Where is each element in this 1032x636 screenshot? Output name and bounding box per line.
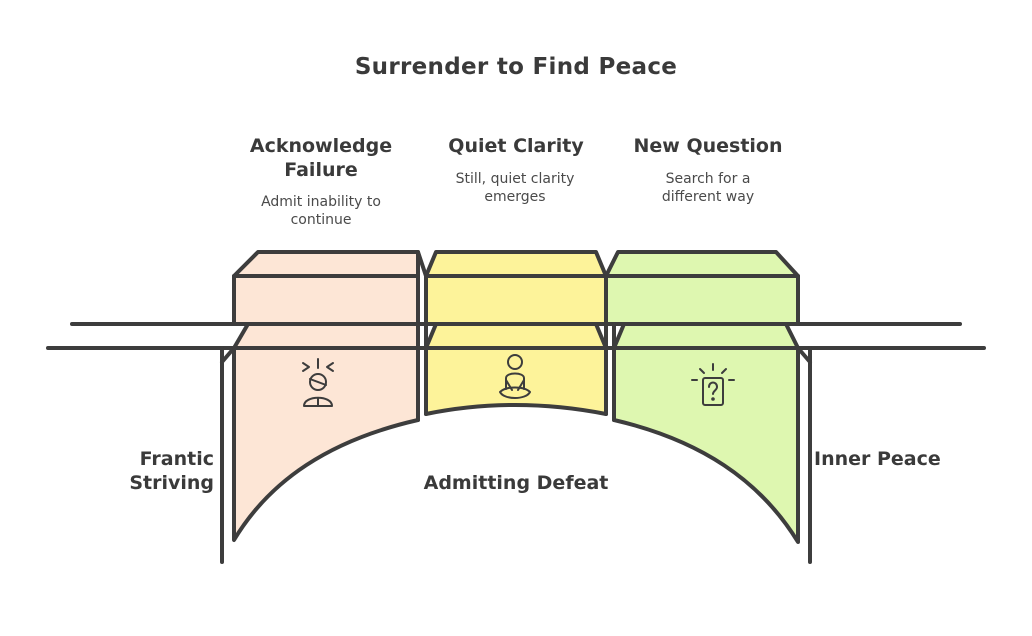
- middle-top-box: [424, 250, 608, 326]
- step-heading-acknowledge: Acknowledge Failure: [249, 135, 393, 181]
- meditating-person-icon: [499, 354, 531, 399]
- left-top-box: [232, 250, 420, 326]
- page-title: Surrender to Find Peace: [354, 54, 678, 80]
- right-top-box: [604, 250, 800, 326]
- bridge-label: Admitting Defeat: [423, 472, 609, 494]
- step-heading-question: New Question: [633, 135, 783, 157]
- left-pillar: [232, 322, 420, 542]
- step-heading-clarity: Quiet Clarity: [448, 135, 584, 157]
- step-desc-acknowledge: Admit inability to continue: [261, 194, 381, 228]
- question-box-icon: [691, 363, 735, 406]
- right-pillar: [612, 322, 800, 544]
- right-bank-label: Inner Peace: [814, 448, 941, 470]
- step-desc-question: Search for a different way: [661, 171, 755, 205]
- stressed-person-icon: [302, 358, 334, 407]
- step-desc-clarity: Still, quiet clarity emerges: [455, 171, 575, 205]
- left-bank-label: Frantic Striving: [129, 448, 214, 494]
